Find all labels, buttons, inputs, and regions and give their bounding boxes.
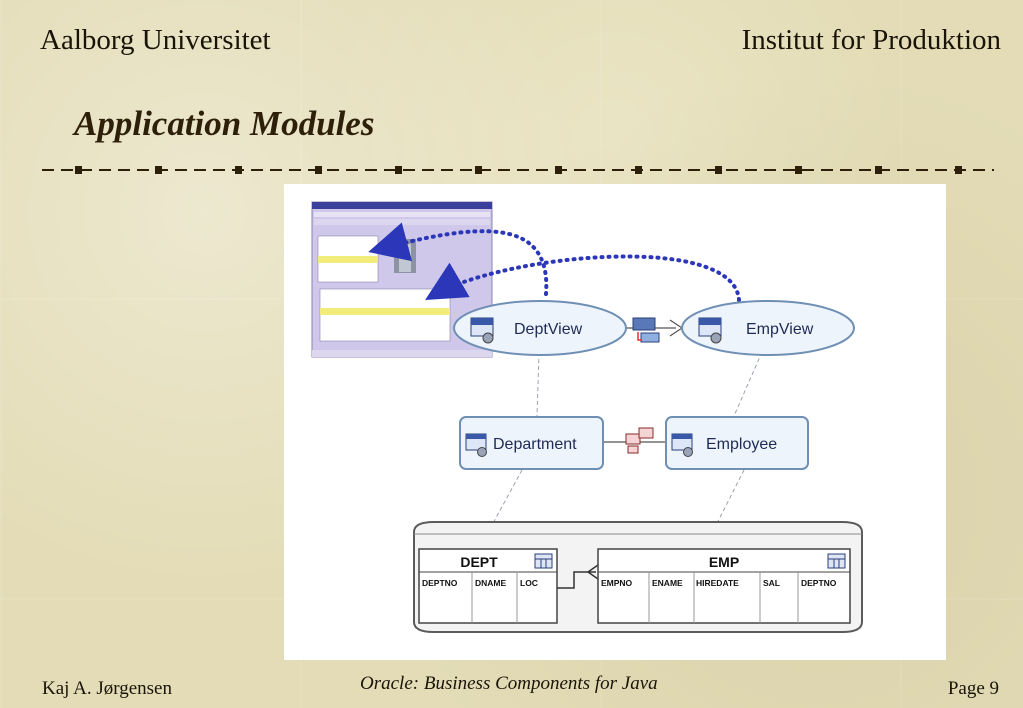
bc4j-diagram: DeptView EmpView D: [284, 184, 946, 660]
dept-table-name: DEPT: [460, 554, 498, 570]
footer-course: Oracle: Business Components for Java: [360, 673, 658, 694]
empview-label: EmpView: [746, 321, 814, 338]
table-icon: [534, 553, 553, 569]
entity-object-department[interactable]: Department: [459, 416, 604, 470]
view-link-icon: [632, 317, 660, 343]
emp-col-hiredate: HIREDATE: [696, 578, 739, 588]
view-object-deptview[interactable]: DeptView: [453, 300, 627, 356]
slide-title: Application Modules: [74, 104, 375, 143]
emp-col-ename: ENAME: [652, 578, 683, 588]
header-university: Aalborg Universitet: [40, 24, 271, 56]
emp-table-name: EMP: [709, 554, 739, 570]
sql-view-icon: [470, 317, 494, 344]
table-emp[interactable]: EMP EMPNO ENAME HIREDATE SAL DEPTNO: [597, 548, 851, 624]
dept-col-loc: LOC: [520, 578, 538, 588]
table-dept[interactable]: DEPT DEPTNO DNAME LOC: [418, 548, 558, 624]
association-icon: [625, 427, 654, 454]
emp-col-empno: EMPNO: [601, 578, 633, 588]
dept-col-dname: DNAME: [475, 578, 506, 588]
decorative-divider: [42, 166, 994, 174]
footer-author: Kaj A. Jørgensen: [42, 678, 172, 699]
view-object-empview[interactable]: EmpView: [681, 300, 855, 356]
entity-icon: [465, 433, 487, 457]
deptview-label: DeptView: [514, 321, 583, 338]
sql-view-icon: [698, 317, 722, 344]
entity-icon: [671, 433, 693, 457]
emp-col-deptno: DEPTNO: [801, 578, 837, 588]
footer-page-number: Page 9: [947, 678, 999, 699]
department-label: Department: [493, 436, 577, 453]
header-institute: Institut for Produktion: [741, 24, 1001, 56]
entity-object-employee[interactable]: Employee: [665, 416, 809, 470]
dept-col-deptno: DEPTNO: [422, 578, 458, 588]
table-icon: [827, 553, 846, 569]
emp-col-sal: SAL: [763, 578, 780, 588]
employee-label: Employee: [706, 436, 777, 453]
